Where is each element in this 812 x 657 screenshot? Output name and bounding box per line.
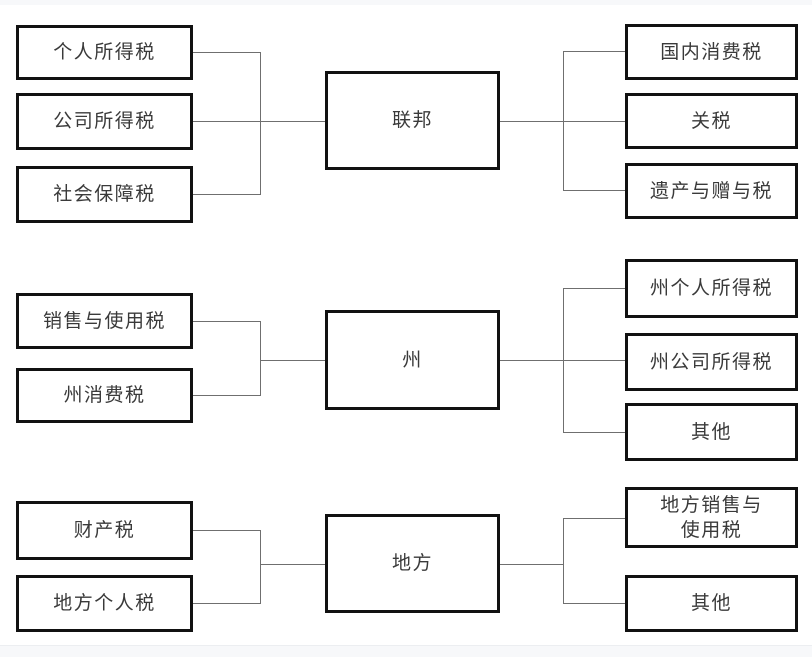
connector-state-right-stub-0: [563, 288, 626, 289]
connector-federal-left-bus: [260, 52, 261, 195]
node-label: 关税: [690, 109, 732, 132]
node-state-center[interactable]: 州: [325, 310, 500, 410]
connector-federal-right-stub-0: [563, 51, 626, 52]
connector-local-right-bus: [563, 518, 564, 604]
node-federal-domestic-excise-tax[interactable]: 国内消费税: [625, 24, 798, 80]
node-federal-corporate-income-tax[interactable]: 公司所得税: [16, 93, 193, 150]
connector-local-right-trunk: [500, 564, 564, 565]
connector-state-right-stub-1: [563, 360, 626, 361]
node-federal-social-security-tax[interactable]: 社会保障税: [16, 166, 193, 223]
node-label: 公司所得税: [53, 110, 156, 133]
bottom-edge-band: [0, 645, 812, 657]
node-state-sales-use-tax[interactable]: 销售与使用税: [16, 293, 193, 349]
connector-local-left-stub-1: [193, 603, 261, 604]
connector-federal-right-bus: [563, 51, 564, 190]
connector-federal-right-stub-1: [563, 121, 626, 122]
connector-local-right-stub-0: [563, 518, 626, 519]
node-label: 社会保障税: [53, 183, 156, 206]
node-label: 州个人所得税: [649, 277, 773, 300]
node-label: 销售与使用税: [42, 309, 166, 332]
node-state-excise-tax[interactable]: 州消费税: [16, 368, 193, 423]
connector-state-left-stub-0: [193, 321, 261, 322]
top-edge-band: [0, 0, 812, 5]
connector-local-left-stub-0: [193, 530, 261, 531]
node-local-other[interactable]: 其他: [625, 575, 798, 632]
connector-federal-right-trunk: [500, 121, 564, 122]
connector-state-left-bus: [260, 321, 261, 396]
connector-state-left-stub-1: [193, 395, 261, 396]
node-federal-estate-gift-tax[interactable]: 遗产与赠与税: [625, 163, 798, 219]
connector-federal-right-stub-2: [563, 190, 626, 191]
node-label: 地方销售与 使用税: [660, 494, 763, 541]
node-label: 州消费税: [63, 384, 146, 407]
node-label: 其他: [690, 592, 732, 615]
node-label: 其他: [690, 420, 732, 443]
node-state-individual-income-tax[interactable]: 州个人所得税: [625, 259, 798, 318]
connector-local-left-bus: [260, 530, 261, 604]
node-local-center[interactable]: 地方: [325, 514, 500, 613]
node-label: 州: [402, 348, 423, 371]
node-label: 州公司所得税: [649, 350, 773, 373]
node-federal-customs-duty[interactable]: 关税: [625, 93, 798, 149]
node-local-sales-use-tax[interactable]: 地方销售与 使用税: [625, 487, 798, 548]
node-state-corporate-income-tax[interactable]: 州公司所得税: [625, 333, 798, 391]
node-state-other[interactable]: 其他: [625, 403, 798, 461]
node-label: 地方个人税: [53, 592, 156, 615]
connector-federal-left-trunk: [260, 121, 326, 122]
connector-state-right-trunk: [500, 360, 564, 361]
node-local-property-tax[interactable]: 财产税: [16, 501, 193, 560]
node-federal-individual-income-tax[interactable]: 个人所得税: [16, 25, 193, 80]
node-label: 财产税: [73, 519, 136, 542]
node-federal-center[interactable]: 联邦: [325, 71, 500, 170]
connector-local-right-stub-1: [563, 603, 626, 604]
connector-state-left-trunk: [260, 360, 326, 361]
node-label: 联邦: [391, 109, 433, 132]
connector-federal-left-stub-2: [193, 194, 261, 195]
connector-local-left-trunk: [260, 564, 326, 565]
connector-state-right-stub-2: [563, 432, 626, 433]
node-label: 个人所得税: [53, 41, 156, 64]
connector-federal-left-stub-1: [193, 121, 261, 122]
node-label: 遗产与赠与税: [649, 179, 773, 202]
connector-federal-left-stub-0: [193, 52, 261, 53]
node-label: 国内消费税: [660, 40, 763, 63]
node-label: 地方: [391, 552, 433, 575]
node-local-individual-tax[interactable]: 地方个人税: [16, 575, 193, 632]
